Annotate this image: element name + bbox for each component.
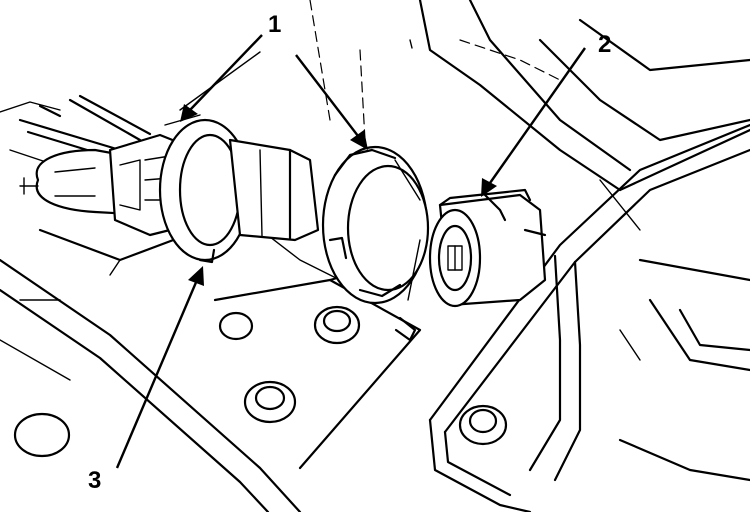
leader-arrow-3: [115, 266, 204, 469]
headlamp-bulb: [18, 94, 320, 264]
leader-arrow-2: [481, 47, 586, 197]
mounting-hole-2: [13, 412, 71, 458]
callout-1: 1: [268, 11, 281, 38]
callout-2: 2: [598, 31, 611, 58]
leader-arrow-1a: [180, 34, 263, 122]
electrical-connector: [428, 188, 547, 308]
leader-arrow-1b: [295, 54, 368, 150]
bolt-1: [313, 305, 361, 345]
bolt-3: [458, 404, 508, 446]
retaining-ring: [321, 145, 430, 342]
mounting-hole-1: [218, 311, 254, 341]
mounting-bracket: [428, 123, 750, 512]
bolt-2: [243, 380, 297, 424]
callout-3: 3: [88, 467, 101, 494]
